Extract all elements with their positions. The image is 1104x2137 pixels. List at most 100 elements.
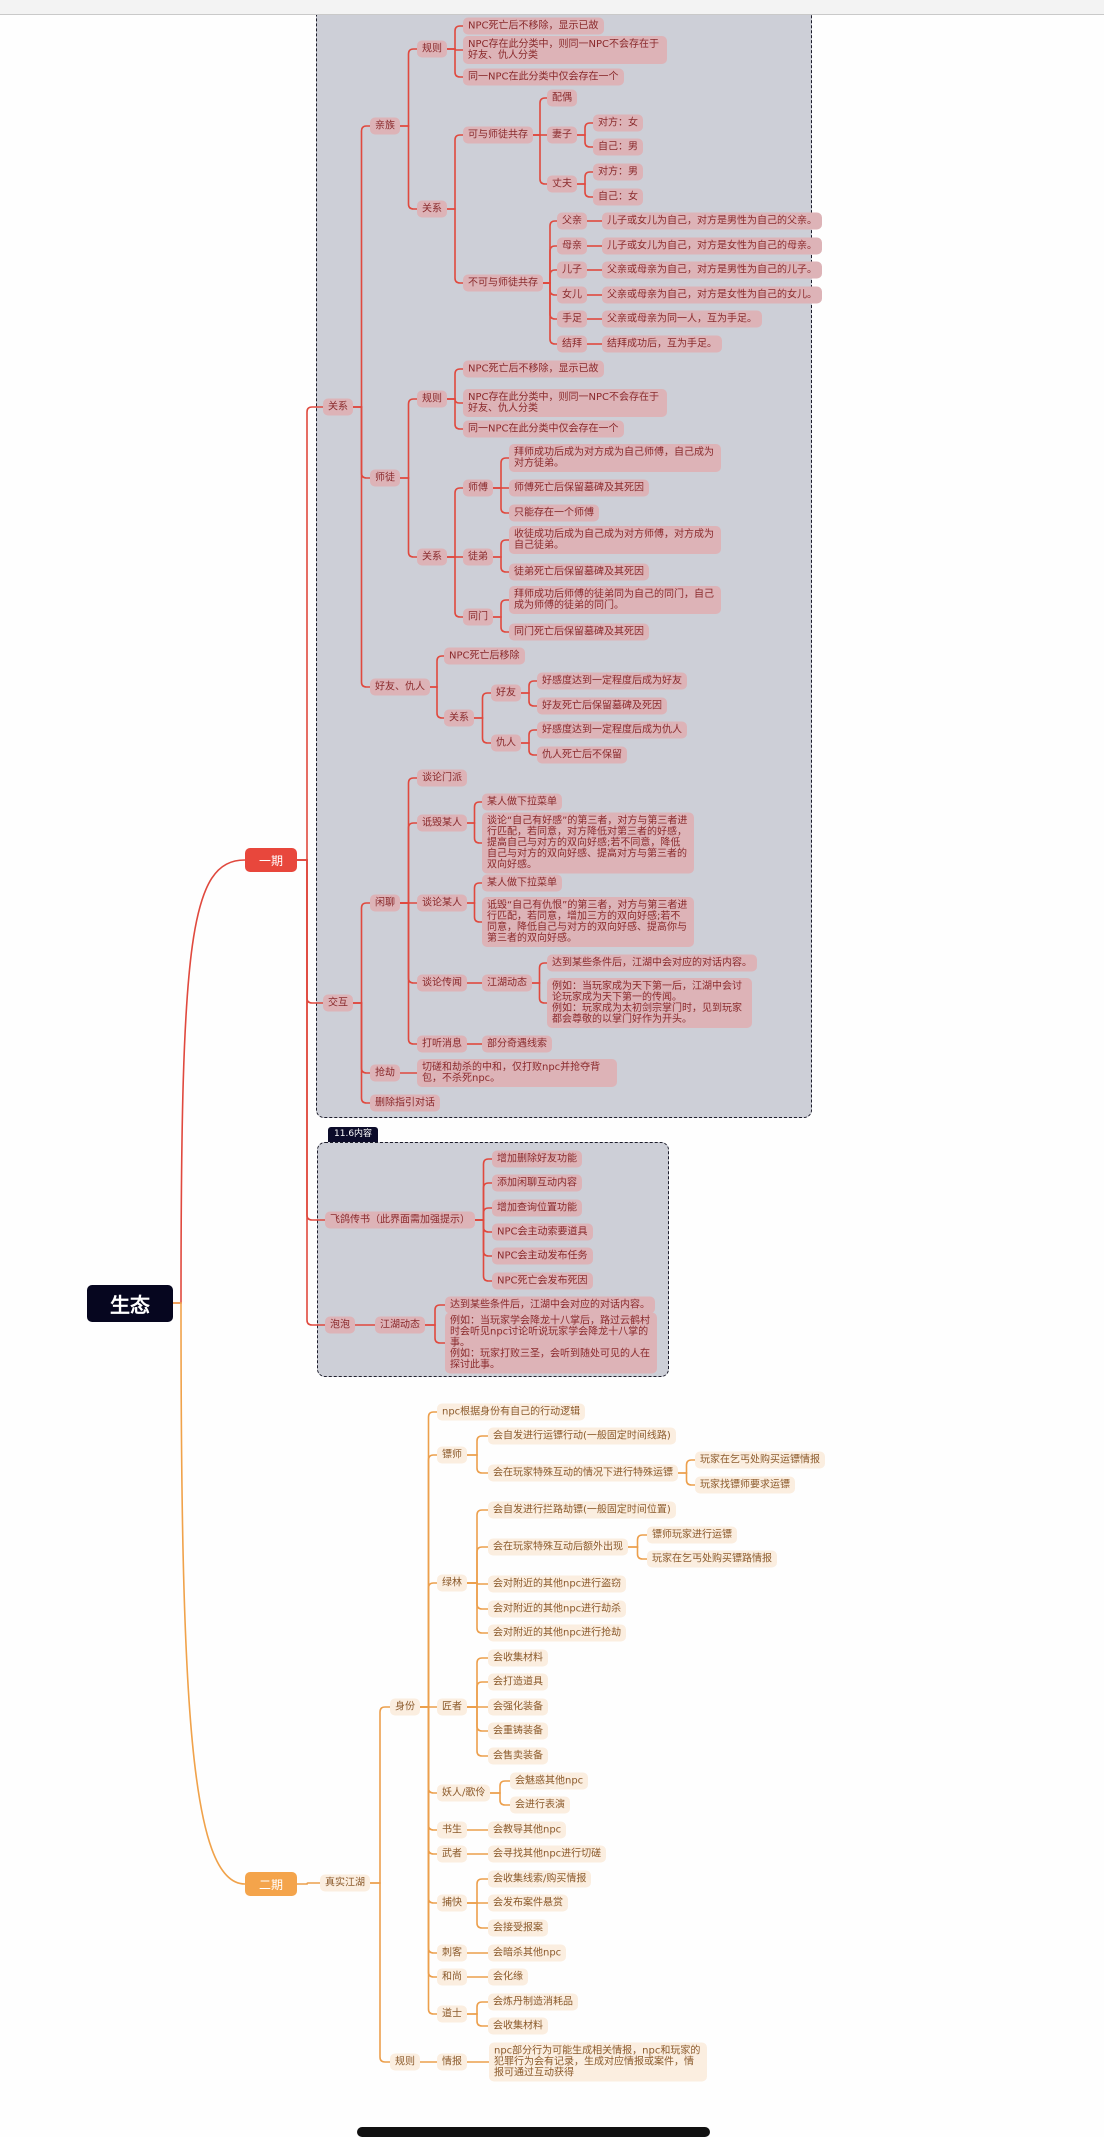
mindmap-node-c2[interactable]: 谈论某人 — [417, 894, 467, 912]
mindmap-node-kinrel[interactable]: 关系 — [417, 200, 447, 218]
mindmap-node-tm1[interactable]: 同门死亡后保留墓碑及其死因 — [509, 623, 649, 641]
mindmap-node-ds[interactable]: 道士 — [437, 2005, 467, 2023]
mindmap-node-roba[interactable]: 切磋和劫杀的中和，仅打败npc并抢夺背包，不杀死npc。 — [417, 1059, 617, 1087]
mindmap-node-c0[interactable]: 谈论门派 — [417, 769, 467, 787]
mindmap-node-sh[interactable]: 书生 — [437, 1821, 467, 1839]
mindmap-node-kinr[interactable]: 规则 — [417, 40, 447, 58]
mindmap-node-lv[interactable]: 绿林 — [437, 1574, 467, 1592]
mindmap-node-yr0[interactable]: 会魅惑其他npc — [510, 1772, 589, 1790]
mindmap-node-wifeo[interactable]: 对方：女 — [593, 114, 643, 132]
mindmap-node-jz4[interactable]: 会售卖装备 — [488, 1747, 548, 1765]
mindmap-node-chat[interactable]: 闲聊 — [370, 894, 400, 912]
mindmap-node-rel[interactable]: 关系 — [323, 398, 353, 416]
mindmap-node-rob[interactable]: 抢劫 — [370, 1064, 400, 1082]
mindmap-node-bs1[interactable]: 会在玩家特殊互动的情况下进行特殊运镖 — [488, 1464, 678, 1482]
mindmap-node-id[interactable]: 身份 — [390, 1698, 420, 1716]
mindmap-node-pig0[interactable]: 增加删除好友功能 — [492, 1150, 582, 1168]
mindmap-node-foe1[interactable]: 仇人死亡后不保留 — [537, 746, 627, 764]
mindmap-node-inter[interactable]: 交互 — [323, 994, 353, 1012]
mindmap-node-pig1[interactable]: 添加闲聊互动内容 — [492, 1174, 582, 1192]
mindmap-node-c1b[interactable]: 谈论“自己有好感”的第三者，对方与第三者进行匹配，若同意，对方降低对第三者的好感… — [482, 812, 694, 874]
mindmap-node-del[interactable]: 删除指引对话 — [370, 1094, 440, 1112]
mindmap-node-nco2[interactable]: 儿子 — [557, 261, 587, 279]
mindmap-node-nco0d[interactable]: 儿子或女儿为自己，对方是男性为自己的父亲。 — [602, 212, 822, 230]
mindmap-node-c3a0[interactable]: 达到某些条件后，江湖中会对应的对话内容。 — [547, 954, 757, 972]
mindmap-node-nco5d[interactable]: 结拜成功后，互为手足。 — [602, 335, 722, 353]
mindmap-node-tm[interactable]: 同门 — [463, 608, 493, 626]
mindmap-node-sf2[interactable]: 只能存在一个师傅 — [509, 504, 599, 522]
phase1-node[interactable]: 一期 — [245, 848, 297, 872]
mindmap-node-nco3[interactable]: 女儿 — [557, 286, 587, 304]
mindmap-node-c2b[interactable]: 诋毁“自己有仇恨”的第三者，对方与第三者进行匹配，若同意，增加三方的双向好感;若… — [482, 897, 694, 947]
mindmap-node-lv3[interactable]: 会对附近的其他npc进行劫杀 — [488, 1600, 627, 1618]
mindmap-node-ds1[interactable]: 会收集材料 — [488, 2017, 548, 2035]
mindmap-node-jz0[interactable]: 会收集材料 — [488, 1649, 548, 1667]
mindmap-node-yr[interactable]: 妖人/歌伶 — [437, 1784, 491, 1802]
mindmap-node-msrel[interactable]: 关系 — [417, 548, 447, 566]
mindmap-node-nco2d[interactable]: 父亲或母亲为自己，对方是男性为自己的儿子。 — [602, 261, 822, 279]
mindmap-node-ck[interactable]: 刺客 — [437, 1944, 467, 1962]
mindmap-node-nco4d[interactable]: 父亲或母亲为同一人，互为手足。 — [602, 310, 762, 328]
mindmap-node-fr[interactable]: 好友 — [491, 684, 521, 702]
mindmap-node-ck0[interactable]: 会暗杀其他npc — [488, 1944, 567, 1962]
mindmap-node-td1[interactable]: 徒弟死亡后保留墓碑及其死因 — [509, 563, 649, 581]
mindmap-node-ff[interactable]: 好友、仇人 — [370, 678, 430, 696]
mindmap-node-ms[interactable]: 师徒 — [370, 469, 400, 487]
mindmap-node-pig2[interactable]: 增加查询位置功能 — [492, 1199, 582, 1217]
mindmap-node-fr1[interactable]: 好友死亡后保留墓碑及死因 — [537, 697, 667, 715]
mindmap-node-bk2[interactable]: 会接受报案 — [488, 1919, 548, 1937]
mindmap-node-c3a1[interactable]: 例如：当玩家成为天下第一后，江湖中会讨论玩家成为天下第一的传闻。 例如：玩家成为… — [547, 978, 752, 1028]
mindmap-node-msr[interactable]: 规则 — [417, 390, 447, 408]
mindmap-node-kinr1[interactable]: NPC存在此分类中，则同一NPC不会存在于好友、仇人分类 — [463, 36, 667, 64]
mindmap-node-nco1d[interactable]: 儿子或女儿为自己，对方是女性为自己的母亲。 — [602, 237, 822, 255]
mindmap-node-rj[interactable]: 真实江湖 — [320, 1874, 370, 1892]
mindmap-node-bub[interactable]: 泡泡 — [325, 1316, 355, 1334]
mindmap-node-foe[interactable]: 仇人 — [491, 734, 521, 752]
mindmap-node-wifes[interactable]: 自己：男 — [593, 138, 643, 156]
mindmap-node-fr0[interactable]: 好感度达到一定程度后成为好友 — [537, 672, 687, 690]
mindmap-node-buba[interactable]: 江湖动态 — [375, 1316, 425, 1334]
mindmap-node-pig[interactable]: 飞鸽传书（此界面需加强提示） — [325, 1211, 475, 1229]
mindmap-node-lv1[interactable]: 会在玩家特殊互动后额外出现 — [488, 1538, 628, 1556]
mindmap-node-hs[interactable]: 和尚 — [437, 1968, 467, 1986]
mindmap-node-c2a[interactable]: 某人做下拉菜单 — [482, 874, 562, 892]
mindmap-node-kin[interactable]: 亲族 — [370, 117, 400, 135]
mindmap-node-buba0[interactable]: 达到某些条件后，江湖中会对应的对话内容。 — [445, 1296, 655, 1314]
mindmap-node-lv2[interactable]: 会对附近的其他npc进行盗窃 — [488, 1575, 627, 1593]
mindmap-node-nco[interactable]: 不可与师徒共存 — [463, 274, 543, 292]
mindmap-node-wz0[interactable]: 会寻找其他npc进行切磋 — [488, 1845, 607, 1863]
mindmap-node-lv4[interactable]: 会对附近的其他npc进行抢劫 — [488, 1624, 627, 1642]
mindmap-node-c4[interactable]: 打听消息 — [417, 1035, 467, 1053]
mindmap-node-hus[interactable]: 丈夫 — [547, 175, 577, 193]
mindmap-node-nco5[interactable]: 结拜 — [557, 335, 587, 353]
mindmap-node-huss[interactable]: 自己：女 — [593, 188, 643, 206]
mindmap-node-lv0[interactable]: 会自发进行拦路劫镖(一般固定时间位置) — [488, 1501, 676, 1519]
mindmap-node-pig5[interactable]: NPC死亡会发布死因 — [492, 1272, 593, 1290]
mindmap-node-c1a[interactable]: 某人做下拉菜单 — [482, 793, 562, 811]
mindmap-node-msr0[interactable]: NPC死亡后不移除，显示已故 — [463, 360, 604, 378]
mindmap-node-bs1b[interactable]: 玩家找镖师要求运镖 — [695, 1476, 795, 1494]
mindmap-node-sf[interactable]: 师傅 — [463, 479, 493, 497]
mindmap-node-td0[interactable]: 收徒成功后成为自己成为对方师傅，对方成为自己徒弟。 — [509, 526, 721, 554]
mindmap-node-bs[interactable]: 镖师 — [437, 1446, 467, 1464]
mindmap-node-nco3d[interactable]: 父亲或母亲为自己，对方是女性为自己的女儿。 — [602, 286, 822, 304]
mindmap-node-jz3[interactable]: 会重铸装备 — [488, 1722, 548, 1740]
mindmap-node-jz1[interactable]: 会打造道具 — [488, 1673, 548, 1691]
mindmap-node-yr1[interactable]: 会进行表演 — [510, 1796, 570, 1814]
mindmap-node-huso[interactable]: 对方：男 — [593, 163, 643, 181]
mindmap-node-msr1[interactable]: NPC存在此分类中，则同一NPC不会存在于好友、仇人分类 — [463, 389, 667, 417]
mindmap-node-pig4[interactable]: NPC会主动发布任务 — [492, 1247, 593, 1265]
mindmap-node-ds0[interactable]: 会炼丹制造消耗品 — [488, 1993, 578, 2011]
mindmap-node-hs0[interactable]: 会化缘 — [488, 1968, 528, 1986]
mindmap-node-nco4[interactable]: 手足 — [557, 310, 587, 328]
mindmap-node-sf1[interactable]: 师傅死亡后保留墓碑及其死因 — [509, 479, 649, 497]
mindmap-node-wz[interactable]: 武者 — [437, 1845, 467, 1863]
mindmap-node-wife[interactable]: 妻子 — [547, 126, 577, 144]
mindmap-node-jz[interactable]: 匠者 — [437, 1698, 467, 1716]
mindmap-node-lv1b[interactable]: 玩家在乞丐处购买镖路情报 — [647, 1550, 777, 1568]
mindmap-node-bk1[interactable]: 会发布案件悬赏 — [488, 1894, 568, 1912]
phase2-node[interactable]: 二期 — [245, 1872, 297, 1896]
mindmap-node-nco0[interactable]: 父亲 — [557, 212, 587, 230]
mindmap-node-msr2[interactable]: 同一NPC在此分类中仅会存在一个 — [463, 420, 624, 438]
mindmap-node-rule[interactable]: 规则 — [390, 2053, 420, 2071]
